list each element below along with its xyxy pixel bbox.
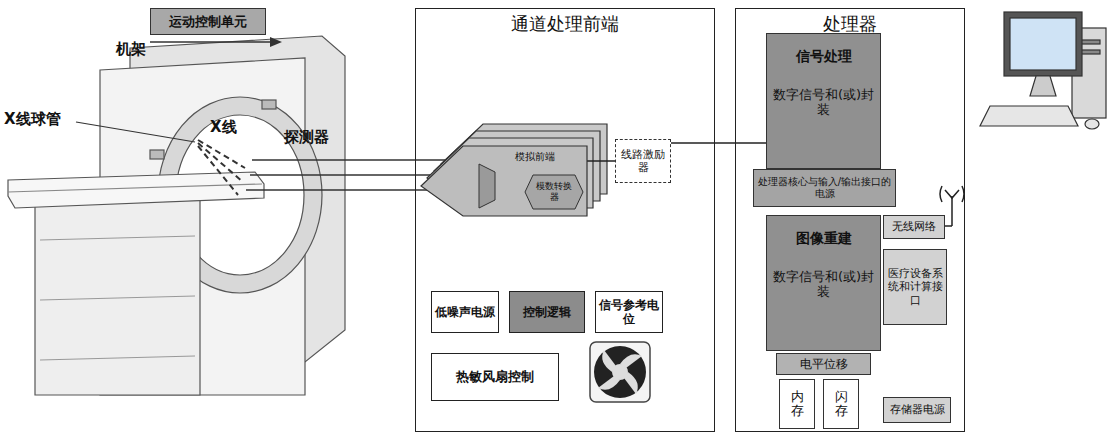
level-shift-box: 电平位移 (776, 353, 871, 375)
box-text: 信号参考电位 (599, 298, 659, 327)
part-label: 探测器 (284, 128, 329, 147)
box-text: 医疗设备系统和计算接口 (887, 267, 943, 307)
signal-processing-box: 信号处理数字信号和(或)封装 (766, 33, 881, 169)
box-text: 模数转换器 (534, 181, 574, 203)
computer-icon (980, 12, 1106, 129)
reference-box: 信号参考电位 (595, 291, 663, 333)
box-text: 存储器电源 (890, 403, 945, 416)
fan-icon (590, 342, 650, 402)
image-reconstruction-box: 图像重建数字信号和(或)封装 (766, 215, 881, 351)
box-text: 无线网络 (892, 220, 936, 233)
box-text: 信号处理 (796, 48, 852, 65)
motion-arrow (150, 37, 282, 47)
box-subtext: 数字信号和(或)封装 (770, 87, 877, 118)
box-text: 处理器核心与输入/输出接口的电源 (757, 176, 892, 200)
power-box: 低噪声电源 (431, 291, 499, 333)
connector-line (671, 142, 766, 144)
box-text: 内存 (791, 390, 804, 419)
memory-box: 内存 (779, 379, 815, 429)
panel-title: 通道处理前端 (416, 13, 714, 35)
box-text: 控制逻辑 (523, 305, 571, 319)
interface-box: 医疗设备系统和计算接口 (883, 249, 947, 325)
power-box: 处理器核心与输入/输出接口的电源 (753, 169, 896, 207)
frontend-panel: 通道处理前端模拟前端模数转换器 线路激励器低噪声电源 控制逻辑 信号参考电位热敏风扇控… (415, 8, 715, 432)
box-text: 闪存 (835, 390, 848, 419)
x-ray-beam (198, 140, 245, 195)
wireless-box: 无线网络 (883, 215, 945, 239)
flash-box: 闪存 (823, 379, 859, 429)
fan-control-box: 热敏风扇控制 (431, 353, 559, 401)
box-text: 图像重建 (796, 230, 852, 247)
motion-control-box: 运动控制单元 (150, 8, 266, 35)
box-text: 运动控制单元 (169, 14, 247, 30)
box-text: 线路激励器 (619, 148, 667, 174)
box-text: 模拟前端 (483, 151, 587, 163)
part-label: X线球管 (4, 110, 61, 129)
ct-scanner (8, 36, 345, 395)
analog-frontend-card: 模拟前端模数转换器 (421, 146, 587, 216)
memory-power-box: 存储器电源 (883, 397, 951, 423)
box-subtext: 数字信号和(或)封装 (770, 269, 877, 300)
detector-wire (246, 160, 446, 190)
connector-line (587, 160, 615, 162)
control-logic-box: 控制逻辑 (509, 291, 585, 333)
box-text: 低噪声电源 (435, 305, 495, 319)
box-text: 热敏风扇控制 (456, 369, 534, 385)
line-driver-box: 线路激励器 (615, 139, 671, 183)
box-text: 电平位移 (800, 357, 848, 371)
processor-panel: 处理器信号处理数字信号和(或)封装处理器核心与输入/输出接口的电源图像重建数字信… (735, 8, 965, 432)
adc-hexagon: 模数转换器 (525, 175, 583, 209)
part-label: X线 (210, 118, 237, 137)
panel-title: 处理器 (736, 13, 964, 35)
leader-line (76, 122, 195, 142)
part-label: 机架 (116, 40, 146, 59)
